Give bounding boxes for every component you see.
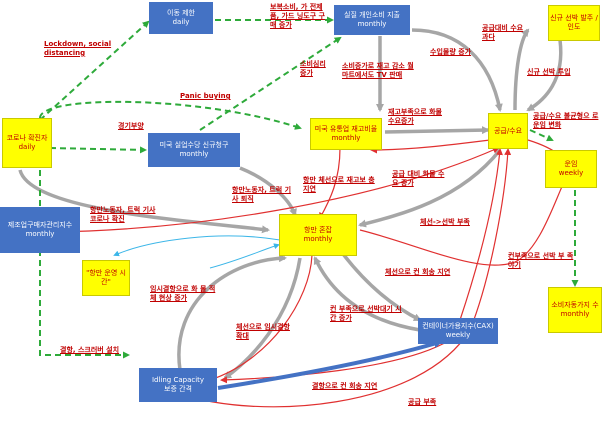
- label-inventory-shortage: 재고부족으로 화물 수요증가: [388, 108, 442, 125]
- label-demand-increase: 수입물량 증가: [430, 48, 472, 56]
- inventory-ratio-title: 미국 유통업 재고비율: [314, 125, 378, 134]
- covid-cases-title: 코로나 확진자: [6, 134, 48, 143]
- arrow-inventory-to-port-red: [319, 147, 341, 220]
- idling-capacity-title: Idling Capacity: [151, 376, 205, 385]
- manufacturing-pmi-sub: monthly: [25, 230, 55, 238]
- container-index-title: 컨테이너가용지수(CAX): [422, 322, 494, 331]
- manufacturing-pmi-title: 제조업구매자관리지수: [7, 221, 73, 230]
- node-port-congestion: 항만 혼잡 monthly: [279, 214, 357, 256]
- movement-restriction-sub: daily: [172, 18, 190, 26]
- consumer-spending-sub: monthly: [357, 20, 387, 28]
- consumer-sentiment-title: 소비자동가지 수: [551, 301, 599, 310]
- arrow-cax-to-port: [313, 256, 421, 332]
- arrow-supply-to-port: [358, 148, 502, 228]
- label-inventory-decrease: 소비증가로 재고 감소 월마트에서도 TV 판매: [342, 62, 414, 79]
- port-congestion-sub: monthly: [303, 235, 333, 243]
- arrow-operation-time-to-port: [209, 243, 280, 269]
- label-retaliatory-spending: 보복소비, 가 전제품, 가드 닝도구 구매 증가: [270, 3, 326, 29]
- node-manufacturing-pmi: 제조업구매자관리지수 monthly: [0, 207, 80, 253]
- arrow-port-to-cax: [338, 248, 422, 322]
- label-cancellation-scrubber: 결항, 스크러버 설치: [60, 346, 120, 354]
- arrow-covid-to-port: [18, 169, 270, 234]
- node-movement-restriction: 이동 제한 daily: [149, 2, 213, 34]
- label-cargo-demand-increase: 공급 대비 화물 수요 증가: [392, 170, 445, 187]
- arrow-unemp-to-consumer: [199, 36, 342, 131]
- arrow-idle-to-supply-red: [179, 148, 512, 408]
- label-port-worker-covid: 항만노동자, 트럭 기사 코로나 확진: [90, 206, 156, 223]
- arrow-supply-to-freight: [529, 129, 554, 142]
- node-inventory-ratio: 미국 유통업 재고비율 monthly: [310, 118, 382, 150]
- arrow-cax-to-supply-red: [459, 148, 503, 321]
- freight-rate-sub: weekly: [558, 169, 584, 177]
- red-arrows: [49, 139, 571, 408]
- arrow-idle-to-port: [177, 254, 287, 371]
- node-consumer-sentiment: 소비자동가지 수 monthly: [548, 287, 602, 333]
- consumer-sentiment-sub: monthly: [560, 310, 590, 318]
- arrow-covid-to-inventory: [39, 100, 302, 130]
- label-port-congestion-inventory: 항만 체선으로 재고보 충 지연: [303, 176, 375, 193]
- arrow-cax-to-idle-red: [220, 339, 451, 384]
- node-covid-cases: 코로나 확진자 daily: [2, 118, 52, 168]
- label-economic-stimulus: 경기부양: [118, 122, 144, 130]
- arrow-covid-to-unemployment: [49, 146, 147, 154]
- node-freight-rate: 운임 weekly: [545, 150, 597, 188]
- arrow-port-to-operation-time: [113, 235, 281, 257]
- supply-demand-title: 공급/수요: [493, 126, 523, 135]
- arrow-supply-to-inventory-red: [370, 139, 491, 154]
- node-consumer-spending: 실질 개인소비 지출 monthly: [334, 5, 410, 35]
- node-unemployment-claims: 미국 실업수당 신규청구 monthly: [148, 133, 240, 167]
- arrow-pmi-to-supply-red: [49, 146, 500, 233]
- arrow-idle-to-cax-blue: [217, 339, 443, 390]
- new-ship-order-title: 신규 선박 발주 /인도: [550, 14, 598, 31]
- label-supply-demand-imbalance: 공급/수요 불균형으 로 운임 변화: [533, 112, 599, 129]
- arrow-newship-to-supply: [526, 39, 563, 112]
- arrow-consumer-to-supply: [411, 28, 503, 112]
- unemployment-claims-title: 미국 실업수당 신규청구: [159, 141, 229, 150]
- unemployment-claims-sub: monthly: [179, 150, 209, 158]
- gray-arrows: [18, 28, 563, 380]
- node-new-ship-order: 신규 선박 발주 /인도: [548, 5, 600, 41]
- arrow-port-to-idle: [223, 257, 302, 380]
- inventory-ratio-sub: monthly: [331, 134, 361, 142]
- idling-capacity-sub: 보증 간격: [164, 385, 192, 393]
- arrow-unemp-to-port: [239, 166, 297, 217]
- label-panic-buying: Panic buying: [180, 92, 231, 100]
- label-supply-vs-demand-excess: 공급대비 수요 과다: [482, 24, 524, 41]
- label-port-worker-infection: 항만노동자, 트럭 기사 퇴직: [232, 186, 292, 203]
- covid-cases-sub: daily: [18, 143, 36, 151]
- port-operation-time-title: "항만 운영 시간": [86, 269, 126, 286]
- container-index-sub: weekly: [445, 331, 471, 339]
- label-container-return-cancel: 결항으로 컨 회송 지연: [312, 382, 378, 390]
- arrow-supply-to-newship: [513, 28, 530, 111]
- node-container-index: 컨테이너가용지수(CAX) weekly: [418, 318, 498, 344]
- label-temporary-cancel: 체선으로 임시결항 확대: [236, 323, 290, 340]
- label-vessel-wait-cause: 체선->선박 부족: [420, 218, 470, 226]
- arrow-covid-to-movement: [39, 20, 150, 121]
- label-lockdown: Lockdown, social distancing: [44, 40, 112, 57]
- node-port-operation-time: "항만 운영 시간": [82, 260, 130, 296]
- label-container-shortage-wait: 컨 부족으로 선박대기 시간 증가: [330, 305, 402, 322]
- arrow-port-to-idle-red: [208, 254, 313, 382]
- label-container-return-delay: 체선으로 컨 회송 지연: [385, 268, 451, 276]
- arrow-inventory-to-supply: [384, 126, 490, 135]
- consumer-spending-title: 실질 개인소비 지출: [344, 11, 400, 20]
- label-supply-shortage: 공급 부족: [408, 398, 437, 406]
- node-idling-capacity: Idling Capacity 보증 간격: [139, 368, 217, 402]
- label-consumer-psychology: 소비심리 증가: [300, 60, 326, 77]
- label-new-ship-input: 신규 선박 투입: [527, 68, 571, 76]
- arrow-port-to-freight-red: [359, 178, 566, 266]
- node-supply-demand: 공급/수요: [488, 113, 528, 149]
- label-container-shortage-ship: 컨부족으로 선박 부 족 야기: [508, 252, 574, 269]
- port-congestion-title: 항만 혼잡: [304, 226, 332, 235]
- movement-restriction-title: 이동 제한: [167, 9, 195, 18]
- label-temporary-shortage: 임시결항으로 화 물 적체 현상 증가: [150, 285, 216, 302]
- freight-rate-title: 운임: [564, 160, 578, 169]
